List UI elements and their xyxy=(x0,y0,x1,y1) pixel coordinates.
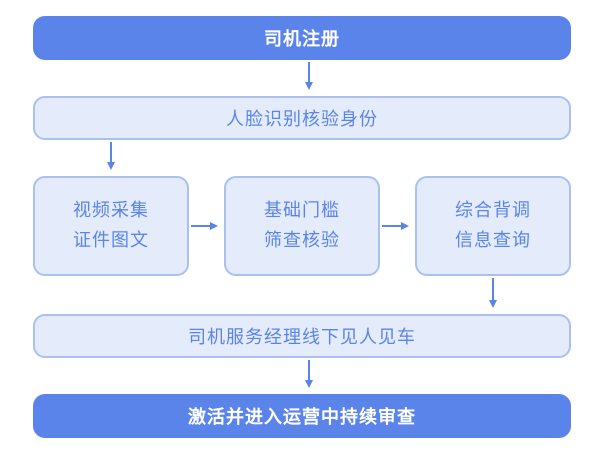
background-check-line1: 综合背调 xyxy=(455,200,531,221)
face-verification-node: 人脸识别核验身份 xyxy=(33,96,571,140)
basic-screening-line2: 筛查核验 xyxy=(264,230,340,251)
background-check-line2: 信息查询 xyxy=(455,230,531,251)
basic-screening-node: 基础门槛 筛查核验 xyxy=(224,176,380,276)
offline-meeting-label: 司机服务经理线下见人见车 xyxy=(188,327,416,348)
face-verification-label: 人脸识别核验身份 xyxy=(226,109,378,130)
activation-label: 激活并进入运营中持续审查 xyxy=(188,407,416,428)
activation-node: 激活并进入运营中持续审查 xyxy=(33,394,571,438)
driver-registration-node: 司机注册 xyxy=(33,16,571,60)
video-collection-node: 视频采集 证件图文 xyxy=(33,176,189,276)
video-collection-line2: 证件图文 xyxy=(73,230,149,251)
background-check-node: 综合背调 信息查询 xyxy=(415,176,571,276)
video-collection-line1: 视频采集 xyxy=(73,200,149,221)
driver-registration-label: 司机注册 xyxy=(264,29,340,50)
basic-screening-line1: 基础门槛 xyxy=(264,200,340,221)
offline-meeting-node: 司机服务经理线下见人见车 xyxy=(33,314,571,358)
